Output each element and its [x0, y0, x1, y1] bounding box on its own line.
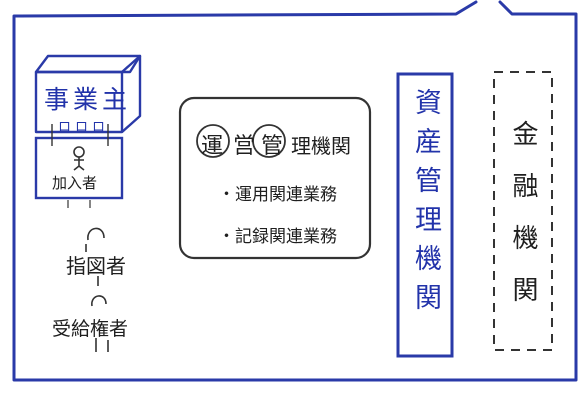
asset-management-label: 資産管理機関 — [410, 88, 441, 322]
employer-building — [34, 54, 142, 134]
person1-icon — [85, 227, 105, 252]
outer-frame — [12, 0, 578, 382]
member-label: 加入者 — [52, 174, 98, 192]
circle-un-icon — [196, 124, 230, 158]
employer-label: 事業主 — [44, 85, 132, 114]
operations-title-text-2: 理機関 — [291, 134, 352, 158]
operations-title: 運営管理機関 — [201, 128, 351, 160]
operations-title-circled-1: 運 — [201, 134, 224, 159]
person-label-beneficiary: 受給権者 — [52, 318, 129, 340]
asset-management-box — [396, 72, 454, 358]
person2-icon — [91, 276, 109, 352]
operations-title-circled-2: 管 — [261, 134, 284, 159]
member-person-icon — [73, 146, 85, 171]
operations-item-records: ・記録関連業務 — [218, 227, 337, 247]
person-label-instructor: 指図者 — [66, 254, 126, 278]
member-box — [34, 136, 124, 200]
member-ticks — [67, 200, 91, 208]
circle-kan-icon — [252, 124, 286, 158]
operations-item-investment: ・運用関連業務 — [218, 185, 337, 205]
operations-title-text-1: 営 — [233, 134, 256, 159]
employer-arrows — [51, 124, 109, 146]
financial-label: 金融機関 — [508, 120, 538, 328]
financial-box — [493, 71, 553, 351]
operations-box — [178, 96, 372, 260]
employer-window: ロロロ — [58, 120, 110, 135]
